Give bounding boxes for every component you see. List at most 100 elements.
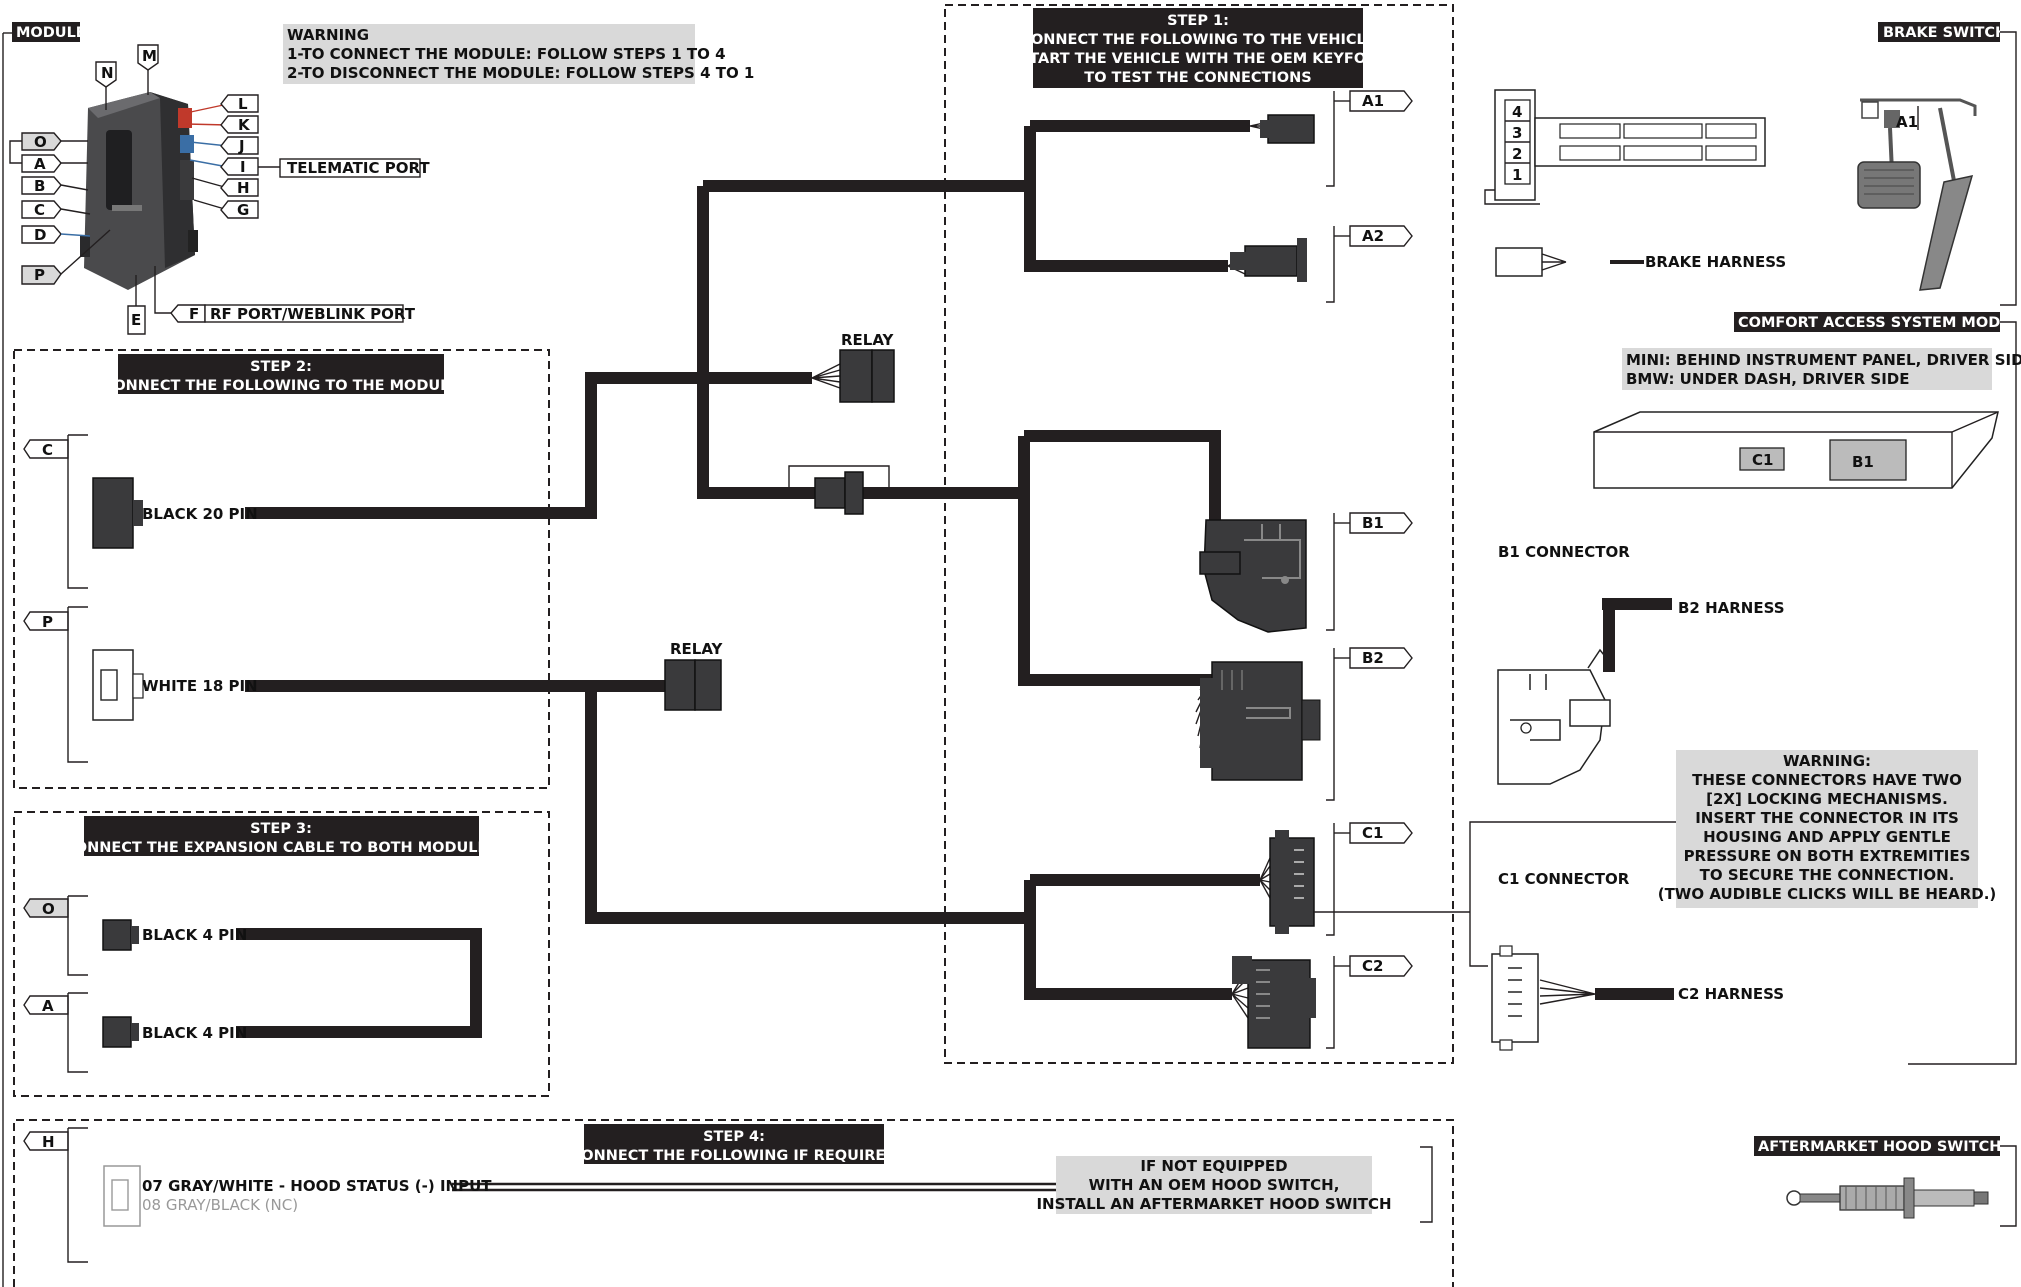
step3-section: STEP 3: CONNECT THE EXPANSION CABLE TO B…: [13, 811, 550, 1097]
svg-text:1: 1: [1512, 166, 1522, 184]
tag-a2: A2: [1362, 227, 1384, 245]
step2-line1: STEP 2:: [250, 359, 312, 375]
svg-text:THESE CONNECTORS HAVE TWO: THESE CONNECTORS HAVE TWO: [1692, 771, 1962, 789]
port-tag-p: P: [34, 266, 45, 284]
svg-text:INSERT THE CONNECTOR IN ITS: INSERT THE CONNECTOR IN ITS: [1695, 809, 1959, 827]
port-tag-g: G: [237, 201, 249, 219]
svg-text:TO SECURE THE CONNECTION.: TO SECURE THE CONNECTION.: [1700, 866, 1955, 884]
c1-connector: [1269, 830, 1315, 934]
svg-text:RELAY: RELAY: [841, 331, 895, 349]
black-4-pin-connector-1: [102, 919, 132, 951]
b2-harness-label: B2 HARNESS: [1678, 599, 1785, 617]
step4-line2: CONNECT THE FOLLOWING IF REQUIRED: [571, 1148, 898, 1164]
c2-harness-label: C2 HARNESS: [1678, 985, 1784, 1003]
port-tag-b: B: [34, 177, 45, 195]
step1-section: STEP 1: CONNECT THE FOLLOWING TO THE VEH…: [944, 4, 1676, 1064]
brake-harness-connector: [1495, 247, 1543, 277]
hood-connector: [103, 1165, 141, 1227]
svg-text:RELAY: RELAY: [670, 640, 724, 658]
comfort-mini: MINI: BEHIND INSTRUMENT PANEL, DRIVER SI…: [1626, 351, 2021, 369]
comfort-access-section: COMFORT ACCESS SYSTEM MODULE MINI: BEHIN…: [1593, 312, 2021, 1065]
rf-port-label: RF PORT/WEBLINK PORT: [210, 305, 416, 323]
c1-connector-detail: [1491, 945, 1539, 1051]
wire-07-label: 07 GRAY/WHITE - HOOD STATUS (-) INPUT: [142, 1177, 492, 1195]
c1-connector-label: C1 CONNECTOR: [1498, 870, 1630, 888]
black-4-pin-label-2: BLACK 4 PIN: [142, 1024, 247, 1042]
warning-locking-box: WARNING: THESE CONNECTORS HAVE TWO [2X] …: [1658, 750, 1997, 908]
svg-text:N: N: [101, 64, 114, 82]
svg-text:HOUSING AND APPLY GENTLE: HOUSING AND APPLY GENTLE: [1703, 828, 1951, 846]
svg-text:(TWO AUDIBLE CLICKS WILL BE HE: (TWO AUDIBLE CLICKS WILL BE HEARD.): [1658, 885, 1997, 903]
port-tag-d: D: [34, 226, 46, 244]
step3-tag-o: O: [42, 900, 55, 918]
step4-line1: STEP 4:: [703, 1129, 765, 1145]
a2-connector: [1244, 245, 1298, 277]
port-tag-i: I: [240, 158, 246, 176]
hood-note-line1: IF NOT EQUIPPED: [1140, 1157, 1287, 1175]
white-18-pin-label: WHITE 18 PIN: [142, 677, 258, 695]
module-warning-line2: 2-TO DISCONNECT THE MODULE: FOLLOW STEPS…: [287, 64, 754, 82]
brake-switch-section: BRAKE SWITCH 4 3 2 1 BRAKE HARNESS: [1484, 22, 2017, 306]
comfort-title: COMFORT ACCESS SYSTEM MODULE: [1738, 315, 2021, 331]
svg-text:3: 3: [1512, 124, 1522, 142]
step2-section: STEP 2: CONNECT THE FOLLOWING TO THE MOD…: [13, 349, 550, 789]
hood-switch-title: AFTERMARKET HOOD SWITCH (-): [1758, 1139, 2021, 1155]
port-tag-c: C: [34, 201, 45, 219]
svg-text:M: M: [142, 47, 157, 65]
svg-text:[2X] LOCKING MECHANISMS.: [2X] LOCKING MECHANISMS.: [1706, 790, 1948, 808]
step1-line3: START THE VEHICLE WITH THE OEM KEYFOB: [1019, 51, 1377, 67]
a1-connector: [1267, 114, 1315, 144]
b1-connector-label: B1 CONNECTOR: [1498, 543, 1630, 561]
telematic-port-label: TELEMATIC PORT: [287, 159, 430, 177]
c2-connector: [1232, 956, 1316, 1049]
port-tag-j: J: [238, 137, 245, 155]
port-tag-n: N: [95, 61, 117, 110]
brake-a1-label: A1: [1896, 113, 1918, 131]
module-warning-box: [283, 24, 695, 84]
step3-line2: CONNECT THE EXPANSION CABLE TO BOTH MODU…: [64, 840, 498, 856]
comfort-bmw: BMW: UNDER DASH, DRIVER SIDE: [1626, 370, 1910, 388]
step1-line1: STEP 1:: [1167, 13, 1229, 29]
b1-connector: [1199, 519, 1307, 633]
remote-start-module-illustration: [80, 92, 198, 290]
b1-detail-section: B1 CONNECTOR B2 HARNESS: [1497, 543, 1785, 785]
comfort-c1: C1: [1752, 451, 1773, 469]
brake-pedal-illustration: A1: [1857, 98, 1977, 291]
b2-connector: [1200, 661, 1321, 781]
wire-08-label: 08 GRAY/BLACK (NC): [142, 1196, 298, 1214]
step2-tag-c: C: [42, 441, 53, 459]
port-tags-right: L K J I TELEMATIC PORT H G: [185, 94, 430, 219]
svg-text:E: E: [131, 311, 141, 329]
hood-switch-illustration: [1786, 1177, 1989, 1219]
warning2-title: WARNING:: [1783, 752, 1871, 770]
port-tag-h: H: [237, 179, 250, 197]
port-tag-m: M: [137, 44, 159, 95]
step2-line2: CONNECT THE FOLLOWING TO THE MODULE: [103, 378, 460, 394]
comfort-b1: B1: [1852, 453, 1874, 471]
comfort-location-box: [1622, 348, 1992, 390]
port-tag-o: O: [34, 133, 47, 151]
hood-note-line2: WITH AN OEM HOOD SWITCH,: [1089, 1176, 1340, 1194]
black-4-pin-connector-2: [102, 1016, 132, 1048]
hood-note-box: [1056, 1156, 1372, 1214]
relay-top: RELAY: [839, 331, 895, 403]
brake-pin-connector: 4 3 2 1: [1484, 89, 1766, 205]
hood-switch-section: AFTERMARKET HOOD SWITCH (-): [1754, 1136, 2021, 1227]
svg-text:2: 2: [1512, 145, 1522, 163]
step4-section: STEP 4: CONNECT THE FOLLOWING IF REQUIRE…: [13, 1119, 1454, 1287]
tag-a1: A1: [1362, 92, 1384, 110]
port-tag-e: E: [127, 275, 146, 335]
inline-connector: [788, 465, 890, 515]
step4-tag-h: H: [42, 1133, 55, 1151]
black-20-pin-label: BLACK 20 PIN: [142, 505, 258, 523]
step1-line4: TO TEST THE CONNECTIONS: [1084, 70, 1311, 86]
black-20-pin-connector: [92, 477, 134, 549]
port-tag-f: F RF PORT/WEBLINK PORT: [154, 266, 416, 323]
step1-line2: CONNECT THE FOLLOWING TO THE VEHICLE: [1020, 32, 1375, 48]
port-tags-left: O A B C D P: [9, 132, 111, 285]
tag-b2: B2: [1362, 649, 1384, 667]
brake-harness-label: BRAKE HARNESS: [1645, 253, 1786, 271]
b1-connector-detail: [1497, 648, 1611, 785]
module-warning-title: WARNING: [287, 26, 369, 44]
port-tag-l: L: [238, 95, 248, 113]
